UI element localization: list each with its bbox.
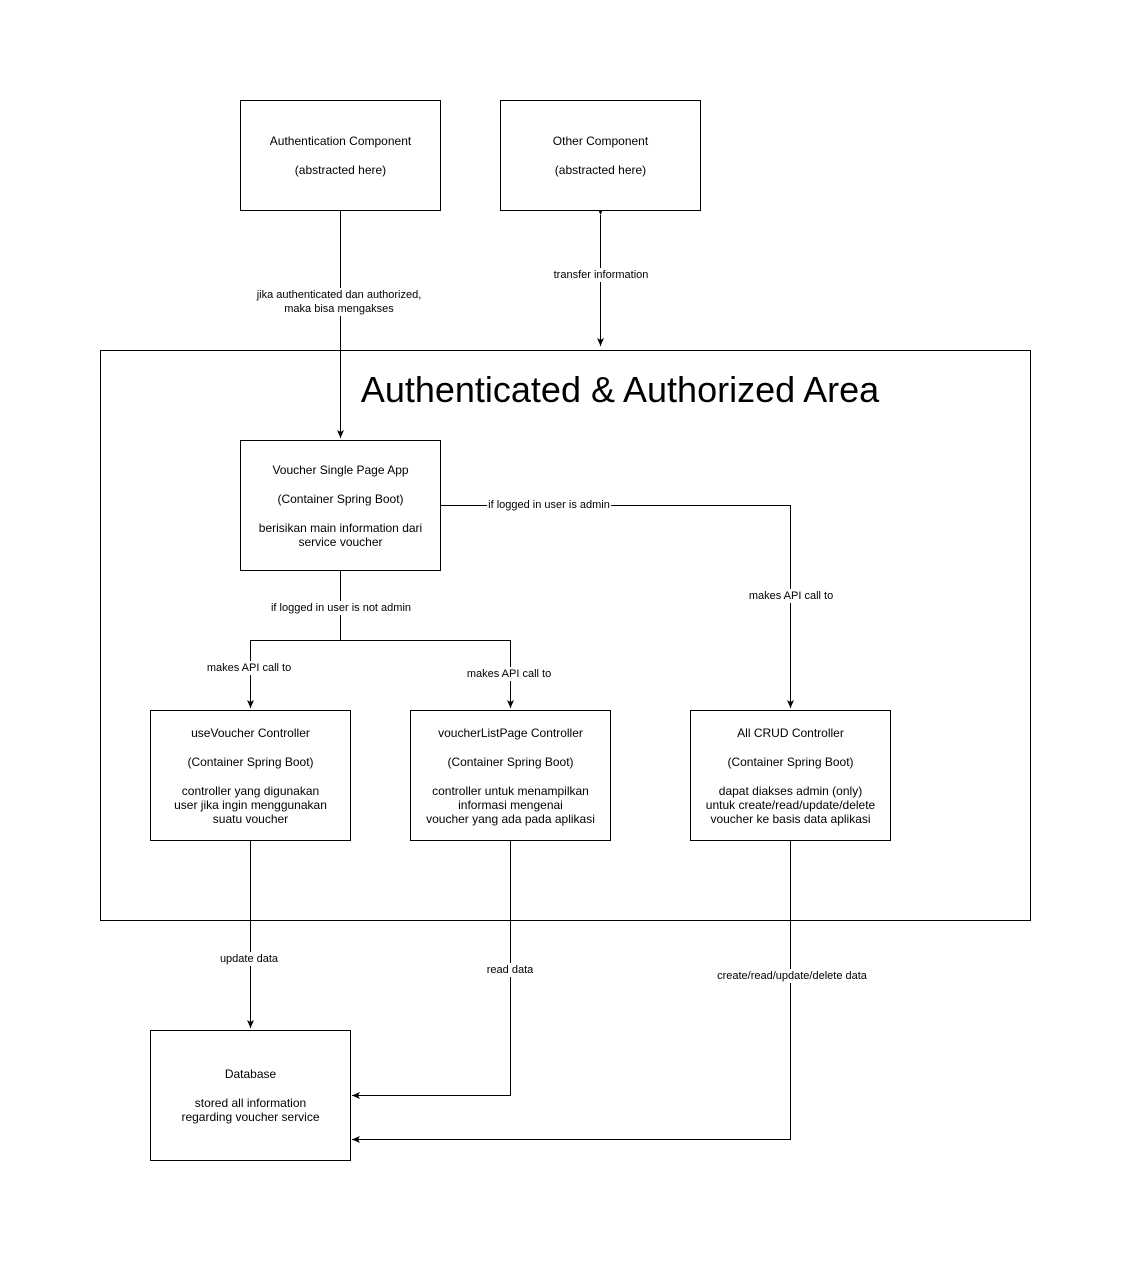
edge-label-other-area: transfer information	[552, 268, 650, 282]
edge-crud-to-db	[352, 840, 791, 1143]
edge-label-auth-to-spa: jika authenticated dan authorized, maka …	[255, 288, 423, 316]
edge-spa-to-use	[247, 640, 341, 708]
box-description: berisikan main information dari service …	[258, 520, 423, 549]
edge-label-api-list: makes API call to	[465, 667, 553, 681]
box-title: Authentication Component	[269, 134, 412, 148]
box-description: controller yang digunakan user jika ingi…	[174, 783, 327, 826]
edge-label-use-db: update data	[218, 952, 280, 966]
authenticated-area-boundary	[100, 350, 1031, 921]
authentication-component-box[interactable]: Authentication Component (abstracted her…	[240, 100, 441, 211]
box-description: stored all information regarding voucher…	[181, 1096, 320, 1124]
box-description: dapat diakses admin (only) untuk create/…	[705, 783, 876, 826]
box-subtitle: (Container Spring Boot)	[447, 754, 574, 769]
edge-label-api-use: makes API call to	[205, 661, 293, 675]
box-title: Other Component	[552, 134, 649, 148]
edge-label-spa-not-admin: if logged in user is not admin	[269, 601, 413, 615]
edge-list-to-db	[352, 840, 511, 1099]
box-title: Database	[224, 1067, 277, 1081]
box-subtitle: (abstracted here)	[294, 163, 387, 177]
edge-label-api-crud: makes API call to	[747, 589, 835, 603]
crud-controller-box[interactable]: All CRUD Controller (Container Spring Bo…	[690, 710, 891, 841]
edge-label-list-db: read data	[485, 963, 535, 977]
other-component-box[interactable]: Other Component (abstracted here)	[500, 100, 701, 211]
voucher-spa-box[interactable]: Voucher Single Page App (Container Sprin…	[240, 440, 441, 571]
edge-label-crud-db: create/read/update/delete data	[716, 969, 868, 983]
box-subtitle: (Container Spring Boot)	[187, 754, 314, 769]
edge-label-spa-admin: if logged in user is admin	[487, 498, 611, 512]
box-title: voucherListPage Controller	[438, 725, 583, 740]
box-subtitle: (Container Spring Boot)	[277, 491, 404, 506]
usevoucher-controller-box[interactable]: useVoucher Controller (Container Spring …	[150, 710, 351, 841]
box-title: Voucher Single Page App	[272, 462, 409, 477]
box-description: controller untuk menampilkan informasi m…	[426, 783, 595, 826]
edge-spa-to-list	[340, 640, 514, 708]
database-box[interactable]: Database stored all information regardin…	[150, 1030, 351, 1161]
box-title: useVoucher Controller	[191, 725, 310, 740]
box-title: All CRUD Controller	[737, 725, 844, 740]
box-subtitle: (Container Spring Boot)	[727, 754, 854, 769]
area-title: Authenticated & Authorized Area	[360, 369, 880, 410]
box-subtitle: (abstracted here)	[554, 163, 647, 177]
voucherlistpage-controller-box[interactable]: voucherListPage Controller (Container Sp…	[410, 710, 611, 841]
